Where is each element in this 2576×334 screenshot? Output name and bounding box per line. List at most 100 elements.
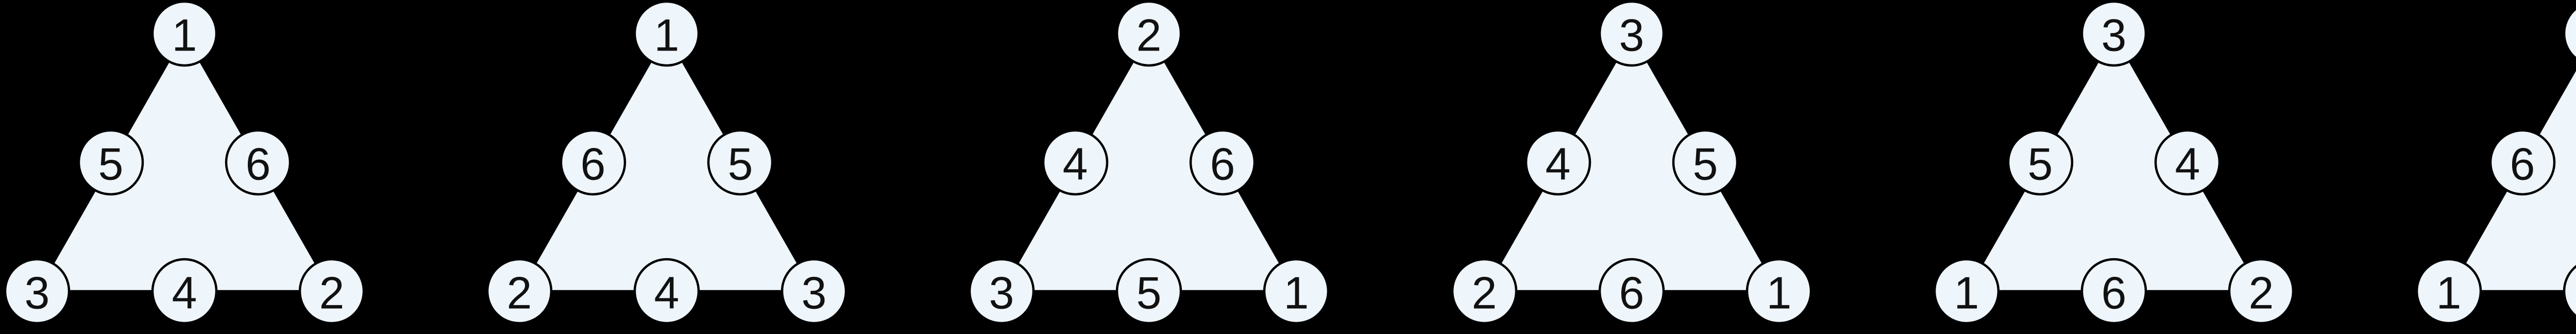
node-mid-left: 6 (560, 129, 626, 196)
node-circle (1116, 0, 1182, 67)
node-bottom-mid: 6 (1598, 258, 1665, 325)
node-circle (1042, 129, 1109, 196)
node-value: 3 (989, 268, 1014, 319)
node-circle (1598, 258, 1665, 325)
node-value: 1 (1766, 268, 1791, 319)
node-bottom-left: 3 (969, 258, 1035, 325)
node-value: 5 (1137, 268, 1162, 319)
node-circle (77, 129, 144, 196)
node-bottom-left: 2 (1451, 258, 1517, 325)
node-mid-right: 6 (1190, 129, 1256, 196)
node-circle (1263, 258, 1330, 325)
node-bottom-mid: 4 (633, 258, 700, 325)
node-bottom-right: 1 (1263, 258, 1330, 325)
node-circle (486, 258, 553, 325)
node-value: 3 (25, 268, 50, 319)
node-circle (2080, 0, 2147, 67)
magic-triangle-6: 2 6 4 1 5 3 (2415, 7, 2576, 325)
node-value: 5 (2027, 139, 2053, 190)
node-value: 3 (1619, 10, 1644, 61)
node-circle (1524, 129, 1591, 196)
node-mid-left: 5 (77, 129, 144, 196)
node-bottom-right: 1 (1745, 258, 1812, 325)
node-value: 2 (507, 268, 532, 319)
node-mid-left: 5 (2007, 129, 2073, 196)
node-value: 1 (1954, 268, 1979, 319)
node-value: 1 (172, 10, 197, 61)
node-circle (1672, 129, 1738, 196)
node-circle (781, 258, 848, 325)
node-circle (1933, 258, 1999, 325)
node-bottom-left: 1 (1933, 258, 1999, 325)
magic-triangle-4: 3 4 5 2 6 1 (1451, 0, 1812, 325)
node-mid-left: 4 (1524, 129, 1591, 196)
node-value: 2 (2248, 268, 2274, 319)
node-circle (2080, 258, 2147, 325)
node-circle (560, 129, 626, 196)
node-value: 6 (2101, 268, 2126, 319)
node-top: 3 (1598, 0, 1665, 67)
node-value: 5 (1692, 139, 1718, 190)
node-value: 4 (172, 268, 197, 319)
node-top: 1 (633, 0, 700, 67)
node-value: 1 (1284, 268, 1309, 319)
node-value: 6 (1210, 139, 1235, 190)
node-value: 3 (802, 268, 827, 319)
node-top: 2 (1116, 0, 1182, 67)
node-mid-left: 6 (2489, 129, 2556, 196)
node-value: 5 (98, 139, 124, 190)
node-circle (2007, 129, 2073, 196)
node-circle (298, 258, 365, 325)
node-circle (225, 129, 292, 196)
node-circle (2228, 258, 2294, 325)
magic-triangle-2: 1 6 5 2 4 3 (486, 0, 848, 325)
node-value: 1 (654, 10, 680, 61)
node-value: 3 (2101, 10, 2126, 61)
node-top: 3 (2080, 0, 2147, 67)
node-circle (2563, 264, 2576, 318)
node-bottom-right: 2 (298, 258, 365, 325)
node-circle (707, 129, 774, 196)
node-circle (2415, 258, 2482, 325)
node-circle (2489, 129, 2556, 196)
node-bottom-left: 2 (486, 258, 553, 325)
node-circle (1451, 258, 1517, 325)
node-value: 6 (2510, 139, 2535, 190)
magic-triangle-3: 2 4 6 3 5 1 (969, 0, 1330, 325)
node-value: 2 (1137, 10, 1162, 61)
magic-triangle-5: 3 5 4 1 6 2 (1933, 0, 2294, 325)
node-circle (151, 258, 218, 325)
node-circle (1190, 129, 1256, 196)
node-circle (1116, 258, 1182, 325)
node-value: 6 (581, 139, 606, 190)
node-circle (633, 0, 700, 67)
node-mid-right: 5 (1672, 129, 1738, 196)
node-circle (633, 258, 700, 325)
node-value: 4 (2175, 139, 2200, 190)
node-value: 5 (728, 139, 753, 190)
node-bottom-mid: 6 (2080, 258, 2147, 325)
node-bottom-mid: 4 (151, 258, 218, 325)
node-mid-right: 6 (225, 129, 292, 196)
node-circle (1745, 258, 1812, 325)
node-value: 4 (654, 268, 680, 319)
node-circle (151, 0, 218, 67)
node-value: 4 (1063, 139, 1088, 190)
node-bottom-right: 2 (2228, 258, 2294, 325)
node-bottom-mid: 5 (2563, 264, 2576, 318)
node-circle (4, 258, 71, 325)
node-value: 4 (1545, 139, 1570, 190)
node-bottom-right: 3 (781, 258, 848, 325)
magic-triangle-1: 1 5 6 3 4 2 (4, 0, 365, 325)
node-bottom-left: 3 (4, 258, 71, 325)
node-value: 1 (2436, 268, 2461, 319)
node-bottom-mid: 5 (1116, 258, 1182, 325)
node-circle (969, 258, 1035, 325)
node-circle (2154, 129, 2221, 196)
node-circle (1598, 0, 1665, 67)
node-value: 6 (1619, 268, 1644, 319)
node-value: 6 (246, 139, 271, 190)
node-top: 2 (2563, 7, 2576, 60)
node-mid-right: 4 (2154, 129, 2221, 196)
